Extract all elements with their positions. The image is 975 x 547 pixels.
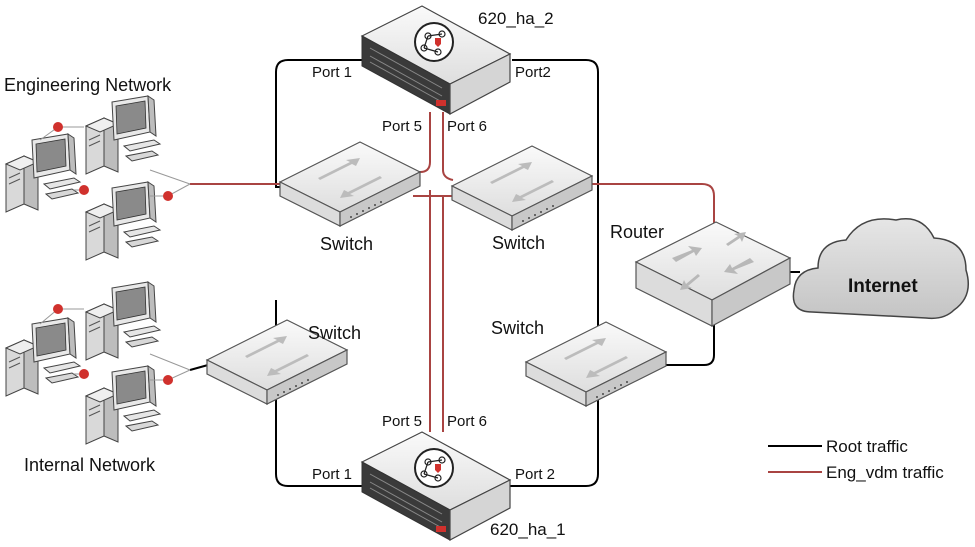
link-fw2-port1-loop: [275, 59, 362, 188]
eng-traffic-links: [190, 112, 715, 432]
legend-eng-label: Eng_vdm traffic: [826, 463, 944, 482]
internal-network-label: Internal Network: [24, 455, 156, 475]
router-label: Router: [610, 222, 664, 242]
link-router-switch-right: [663, 322, 715, 366]
switch-right: [525, 321, 667, 407]
int-pc-1: [85, 281, 161, 361]
router: [634, 221, 792, 328]
internet-label: Internet: [848, 276, 918, 297]
link-left-loop-fw1: [275, 395, 380, 487]
switch-engineering-label: Switch: [320, 234, 373, 254]
engineering-network-group: [5, 95, 191, 261]
fw2-port-b: Port 6: [447, 118, 487, 135]
internal-network-group: [5, 281, 191, 445]
link-int-switch-left: [189, 364, 209, 371]
switch-center-label: Switch: [492, 233, 545, 253]
link-switch-right-router: [590, 183, 715, 228]
fw2-port-a: Port 5: [382, 118, 422, 135]
labels: 620_ha_2 Port 1 Port2 Port 5 Port 6 Port…: [4, 9, 918, 539]
eng-network-nodes: [53, 122, 173, 201]
fw2-port-right: Port2: [515, 64, 551, 81]
int-pc-2: [5, 317, 81, 397]
switch-right-label: Switch: [491, 318, 544, 338]
fw1-port-left: Port 1: [312, 466, 352, 483]
int-network-nodes: [53, 304, 173, 385]
engineering-network-label: Engineering Network: [4, 75, 172, 95]
fw2-name: 620_ha_2: [478, 9, 554, 28]
legend-root-label: Root traffic: [826, 437, 908, 456]
switch-engineering: [279, 141, 421, 227]
link-fw2-port2-loop: [512, 59, 599, 190]
firewall-620-ha-1: [361, 431, 511, 541]
internet-cloud: [792, 218, 969, 320]
legend: Root traffic Eng_vdm traffic: [768, 437, 944, 482]
switch-center: [451, 145, 593, 231]
int-pc-3: [85, 365, 161, 445]
fw1-port-b: Port 6: [447, 413, 487, 430]
fw1-port-right: Port 2: [515, 466, 555, 483]
fw1-port-a: Port 5: [382, 413, 422, 430]
fw1-name: 620_ha_1: [490, 520, 566, 539]
link-fw2-port6: [442, 112, 454, 181]
eng-pc-2: [5, 133, 81, 213]
eng-pc-1: [85, 95, 161, 175]
eng-pc-3: [85, 181, 161, 261]
link-right-loop: [500, 190, 599, 487]
fw2-port-left: Port 1: [312, 64, 352, 81]
root-traffic-links: [189, 59, 800, 487]
switch-internal-label: Switch: [308, 323, 361, 343]
